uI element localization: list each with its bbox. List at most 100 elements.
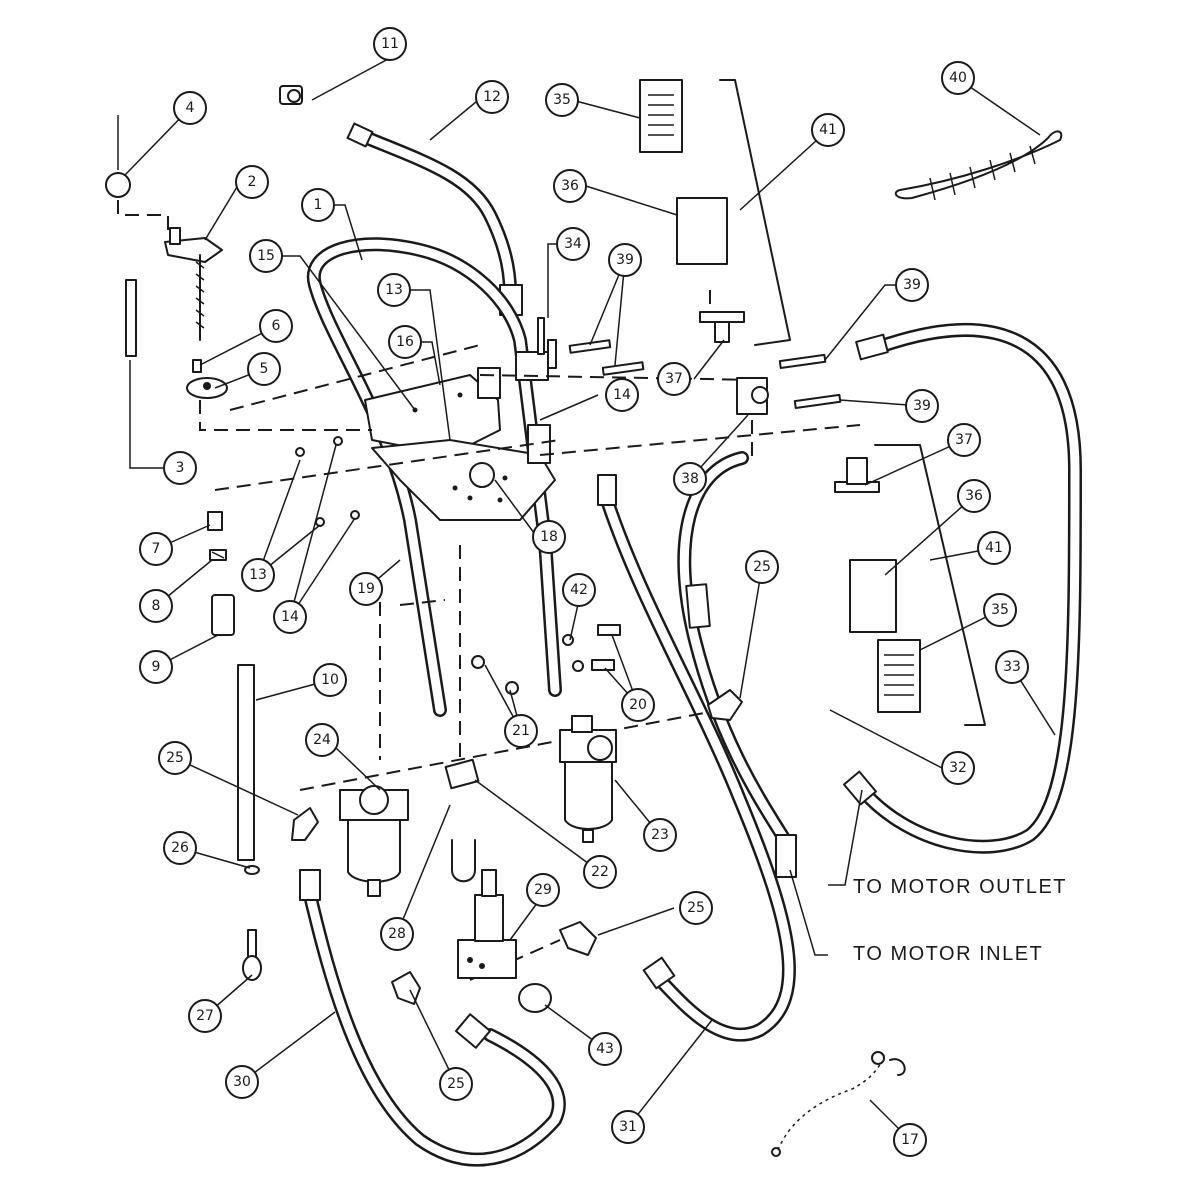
callout-27: 27: [188, 999, 222, 1033]
callout-25-c: 25: [679, 891, 713, 925]
callout-17: 17: [893, 1123, 927, 1157]
lubricator-lower: [834, 444, 986, 726]
hose-33: [842, 322, 1082, 854]
valve-29: [457, 869, 517, 979]
washer-5: [186, 377, 228, 399]
svg-text:1: 1: [314, 197, 323, 213]
callout-13-bottom: 13: [241, 558, 275, 592]
hose-30: [299, 869, 566, 1167]
svg-text:27: 27: [196, 1008, 214, 1024]
svg-text:39: 39: [913, 398, 931, 414]
chain-17: [771, 1051, 906, 1157]
svg-text:10: 10: [321, 672, 339, 688]
svg-text:38: 38: [681, 471, 699, 487]
svg-text:31: 31: [619, 1119, 637, 1135]
callout-21: 21: [504, 714, 538, 748]
callout-2: 2: [235, 165, 269, 199]
cable-40: [894, 130, 1063, 201]
callout-25-d: 25: [439, 1067, 473, 1101]
svg-text:42: 42: [570, 582, 588, 598]
svg-text:39: 39: [616, 252, 634, 268]
svg-text:25: 25: [753, 559, 771, 575]
callout-32: 32: [941, 751, 975, 785]
svg-text:19: 19: [357, 581, 375, 597]
svg-text:8: 8: [152, 598, 161, 614]
svg-text:23: 23: [651, 827, 669, 843]
svg-text:13: 13: [385, 282, 403, 298]
callout-15: 15: [249, 239, 283, 273]
svg-text:14: 14: [281, 609, 299, 625]
svg-text:13: 13: [249, 567, 267, 583]
callout-39-c: 39: [905, 389, 939, 423]
callout-13-top: 13: [377, 273, 411, 307]
callout-24: 24: [305, 723, 339, 757]
svg-text:37: 37: [665, 371, 683, 387]
callout-41-a: 41: [811, 113, 845, 147]
regulator-23: [559, 715, 617, 843]
svg-text:35: 35: [553, 92, 571, 108]
callout-41-b: 41: [977, 531, 1011, 565]
callout-36-a: 36: [553, 169, 587, 203]
svg-text:3: 3: [176, 460, 185, 476]
callout-10: 10: [313, 663, 347, 697]
note-motor-inlet: TO MOTOR INLET: [853, 943, 1043, 965]
coupler-11: [279, 85, 303, 105]
callout-16: 16: [388, 325, 422, 359]
svg-text:15: 15: [257, 248, 275, 264]
callout-7: 7: [139, 532, 173, 566]
svg-text:17: 17: [901, 1132, 919, 1148]
svg-text:9: 9: [152, 659, 161, 675]
svg-text:28: 28: [388, 926, 406, 942]
callout-33: 33: [995, 650, 1029, 684]
callout-39-a: 39: [608, 243, 642, 277]
lubricator-upper: [639, 79, 791, 346]
hose-31: [597, 474, 796, 1042]
callout-30: 30: [225, 1065, 259, 1099]
svg-text:43: 43: [596, 1041, 614, 1057]
hose-12: [346, 122, 523, 316]
callout-11: 11: [373, 27, 407, 61]
pins-39: [568, 339, 842, 410]
callout-37-b: 37: [947, 423, 981, 457]
svg-text:20: 20: [629, 697, 647, 713]
callout-25-a: 25: [158, 741, 192, 775]
eyebolt-27: [242, 929, 262, 981]
svg-text:26: 26: [171, 840, 189, 856]
svg-text:11: 11: [381, 36, 399, 52]
callout-40: 40: [941, 61, 975, 95]
callout-1: 1: [301, 188, 335, 222]
callout-20: 20: [621, 688, 655, 722]
callout-5: 5: [247, 352, 281, 386]
svg-text:36: 36: [965, 488, 983, 504]
note-motor-outlet: TO MOTOR OUTLET: [853, 876, 1067, 898]
manifold-38: [736, 377, 769, 415]
svg-text:40: 40: [949, 70, 967, 86]
rod-4: [125, 279, 137, 357]
callout-6: 6: [259, 309, 293, 343]
hardware-20-21-42: [471, 624, 621, 695]
svg-text:33: 33: [1003, 659, 1021, 675]
callout-4: 3: [163, 451, 197, 485]
callout-25-b: 25: [745, 550, 779, 584]
svg-text:41: 41: [985, 540, 1003, 556]
svg-text:2: 2: [248, 174, 257, 190]
callout-35-b: 35: [983, 593, 1017, 627]
svg-text:18: 18: [540, 529, 558, 545]
elbow-25-a: [291, 807, 319, 841]
callout-37-a: 37: [657, 362, 691, 396]
bracket-2: [164, 227, 223, 341]
rod-10: [237, 664, 255, 861]
callout-12: 12: [475, 80, 509, 114]
svg-text:25: 25: [687, 900, 705, 916]
spring-8: [209, 549, 227, 561]
callout-9: 9: [139, 650, 173, 684]
callout-31: 31: [611, 1110, 645, 1144]
callout-43: 43: [588, 1032, 622, 1066]
elbow-25-d: [391, 971, 421, 1005]
filter-24: [339, 785, 409, 897]
svg-text:16: 16: [396, 334, 414, 350]
svg-text:36: 36: [561, 178, 579, 194]
sleeve-9: [211, 594, 235, 636]
svg-text:5: 5: [260, 361, 269, 377]
